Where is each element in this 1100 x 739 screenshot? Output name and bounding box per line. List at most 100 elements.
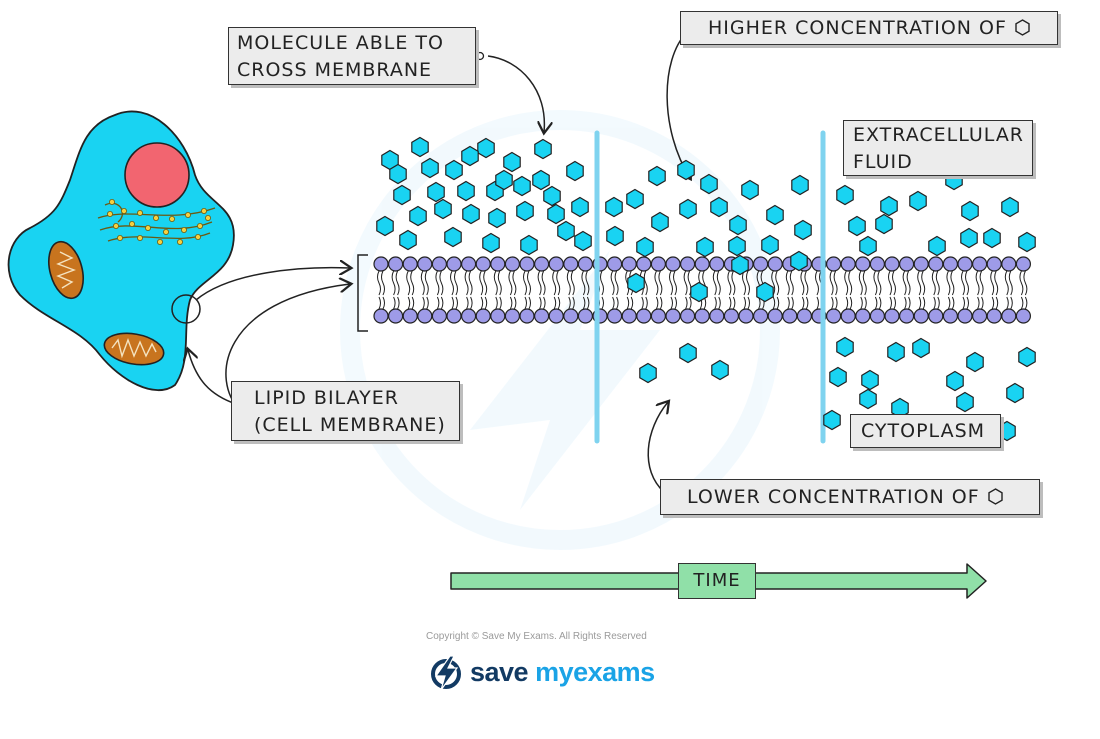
phospholipid-head	[665, 256, 681, 272]
phospholipid-head	[855, 308, 871, 324]
phospholipid-head	[402, 308, 418, 324]
molecule-hexagon	[912, 337, 930, 359]
phospholipid-head	[490, 308, 506, 324]
phospholipid-tails	[975, 270, 984, 310]
phospholipid-head	[898, 308, 915, 324]
molecule-hexagon	[457, 180, 475, 202]
phospholipid-head	[738, 308, 754, 324]
phospholipid-tails	[990, 270, 999, 310]
phospholipid-head	[650, 308, 667, 324]
phospholipid-head	[928, 256, 944, 272]
phospholipid-head	[519, 308, 535, 324]
molecule-hexagon	[823, 409, 841, 431]
molecule-hexagon	[756, 281, 774, 303]
extracellular-line-1: EXTRACELLULAR	[853, 124, 1025, 146]
molecule-hexagon	[960, 227, 978, 249]
molecule-hexagon	[829, 366, 847, 388]
phospholipid-head	[577, 308, 594, 324]
molecule-hexagon	[790, 250, 808, 272]
phospholipid-head	[913, 256, 929, 272]
phospholipid-tails	[756, 270, 765, 310]
molecule-hexagon	[399, 229, 417, 251]
phospholipid-head	[957, 256, 973, 272]
molecule-hexagon	[677, 159, 695, 181]
molecule-hexagon	[516, 200, 534, 222]
time-label: TIME	[678, 563, 756, 599]
phospholipid-head	[490, 256, 506, 272]
phospholipid-head	[767, 256, 783, 272]
molecule-hexagon	[961, 200, 979, 222]
molecule-hexagon	[477, 137, 495, 159]
phospholipid-head	[825, 256, 842, 272]
phospholipid-tails	[552, 270, 561, 310]
phospholipid-head	[431, 256, 447, 272]
molecule-hexagon	[848, 215, 866, 237]
phospholipid-head	[1015, 308, 1032, 324]
molecule-hexagon	[791, 174, 809, 196]
hexagon-molecule-icon	[1015, 19, 1030, 36]
label-molecule-line-2: CROSS MEMBRANE	[237, 59, 433, 81]
molecule-hexagon	[393, 184, 411, 206]
molecule-hexagon	[444, 226, 462, 248]
phospholipid-head	[913, 308, 929, 324]
molecule-hexagon	[728, 235, 746, 257]
label-lower-concentration: LOWER CONCENTRATION OF	[660, 479, 1040, 515]
phospholipid-tails	[435, 270, 444, 310]
molecule-hexagon	[409, 205, 427, 227]
phospholipid-head	[402, 256, 418, 272]
phospholipid-head	[694, 256, 710, 272]
phospholipid-head	[957, 308, 973, 324]
phospholipid-tails	[800, 270, 809, 310]
molecule-hexagon	[880, 195, 898, 217]
phospholipid-tails	[785, 270, 794, 310]
molecule-hexagon	[836, 336, 854, 358]
phospholipid-head	[373, 256, 389, 272]
phospholipid-head	[986, 256, 1002, 272]
logo-word-my: my	[535, 657, 574, 687]
phospholipid-head	[884, 308, 900, 324]
logo-wordmark: save myexams	[470, 657, 655, 688]
molecule-hexagon	[411, 136, 429, 158]
phospholipid-head	[461, 308, 477, 324]
molecule-hexagon	[547, 203, 565, 225]
phospholipid-head	[548, 308, 564, 324]
molecule-hexagon	[710, 196, 728, 218]
phospholipid-tails	[1004, 270, 1013, 310]
phospholipid-head	[971, 256, 988, 272]
phospholipid-head	[548, 256, 564, 272]
label-molecule-able-to-cross: MOLECULE ABLE TO CROSS MEMBRANE	[228, 27, 476, 85]
phospholipid-tails	[829, 270, 838, 310]
phospholipid-head	[1001, 308, 1017, 324]
molecule-hexagon	[574, 230, 592, 252]
phospholipid-head	[636, 308, 652, 324]
phospholipid-head	[606, 256, 623, 272]
phospholipid-head	[898, 256, 915, 272]
phospholipid-head	[855, 256, 871, 272]
phospholipid-tails	[654, 270, 663, 310]
molecules	[376, 136, 1036, 442]
cell	[7, 110, 235, 391]
phospholipid-head	[942, 256, 959, 272]
phospholipid-head	[709, 308, 725, 324]
lipid-line-1: LIPID BILAYER	[254, 387, 399, 409]
molecule-hexagon	[427, 181, 445, 203]
copyright-notice: Copyright © Save My Exams. All Rights Re…	[426, 631, 647, 642]
molecule-hexagon	[534, 138, 552, 160]
phospholipid-head	[461, 256, 477, 272]
molecule-hexagon	[966, 351, 984, 373]
phospholipid-head	[504, 256, 521, 272]
phospholipid-head	[446, 308, 462, 324]
lipid-line-2: (CELL MEMBRANE)	[254, 414, 446, 436]
phospholipid-head	[577, 256, 594, 272]
phospholipid-tails	[931, 270, 940, 310]
molecule-hexagon	[928, 235, 946, 257]
phospholipid-head	[767, 308, 783, 324]
molecule-hexagon	[543, 185, 561, 207]
phospholipid-head	[475, 308, 491, 324]
molecule-hexagon	[482, 232, 500, 254]
phospholipid-tails	[537, 270, 546, 310]
phospholipid-tails	[712, 270, 721, 310]
label-extracellular-fluid: EXTRACELLULAR FLUID	[843, 120, 1033, 176]
phospholipid-head	[650, 256, 667, 272]
